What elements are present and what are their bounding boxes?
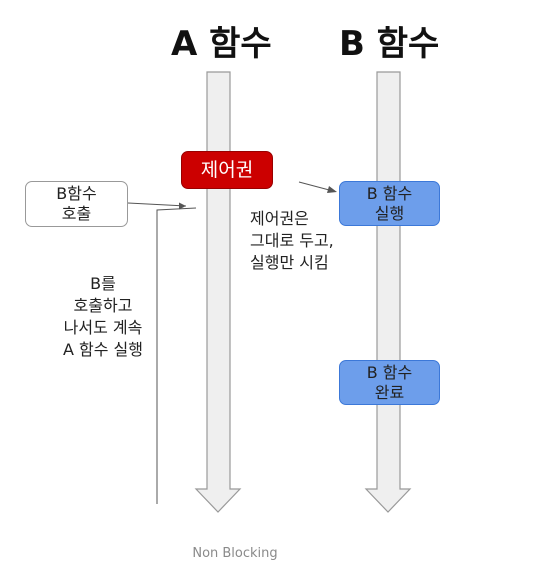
b-done-box: B 함수 완료 <box>339 360 440 405</box>
keep-control-note: 제어권은 그대로 두고, 실행만 시킴 <box>250 209 334 272</box>
b-running-box: B 함수 실행 <box>339 181 440 226</box>
call-b-box: B함수 호출 <box>25 181 128 227</box>
b-function-title: B 함수 <box>339 24 440 64</box>
continue-a-note: B를 호출하고 나서도 계속 A 함수 실행 <box>63 274 143 359</box>
control-box: 제어권 <box>181 151 273 189</box>
control-arrowhead <box>327 186 337 193</box>
b-timeline-arrow <box>364 71 412 513</box>
call-line <box>127 202 187 207</box>
a-function-title: A 함수 <box>171 24 272 64</box>
call-arrowhead <box>179 202 186 210</box>
figure-caption: Non Blocking <box>192 546 278 561</box>
continue-line <box>156 207 197 504</box>
control-arrow-line <box>298 181 334 192</box>
a-timeline-arrow <box>194 71 242 513</box>
